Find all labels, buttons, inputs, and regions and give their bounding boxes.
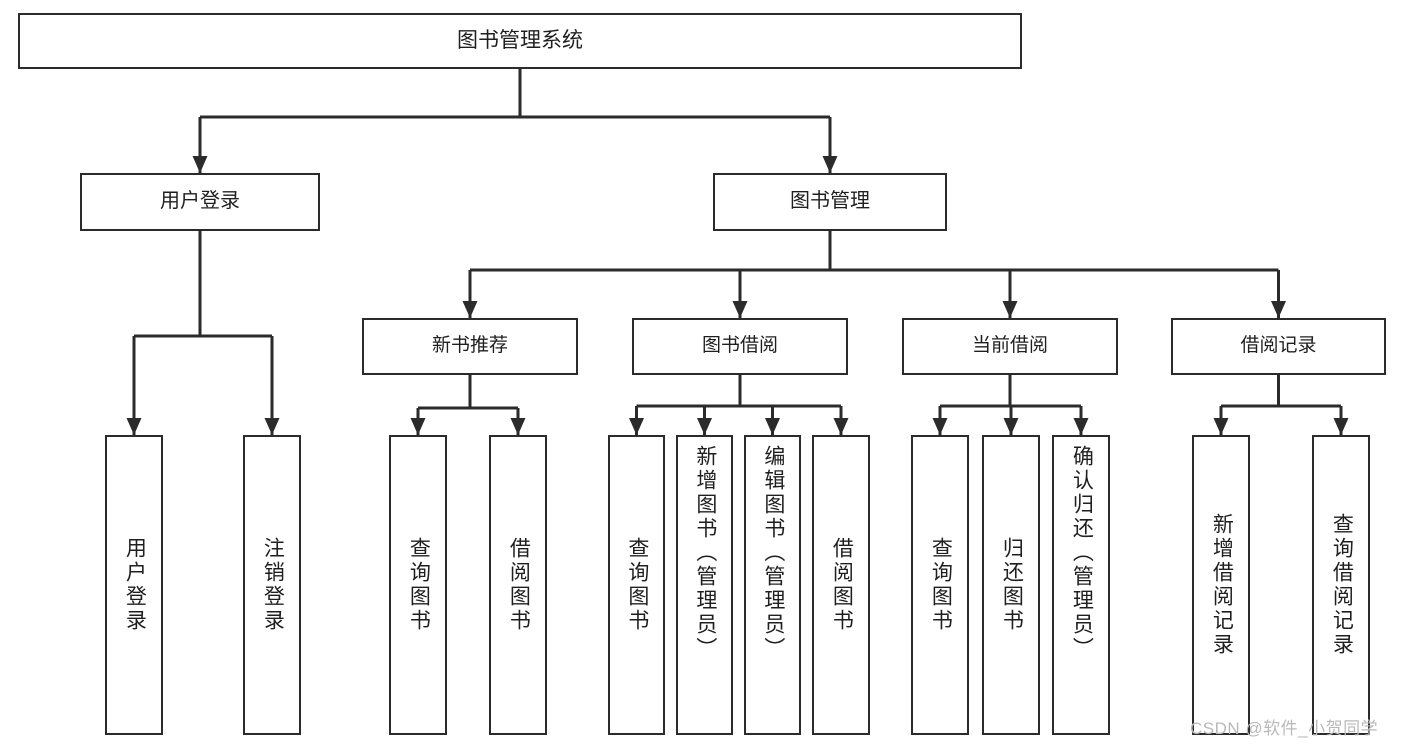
- node-label: 用户登录: [123, 537, 147, 633]
- node-label: 查询图书: [625, 537, 649, 633]
- arrowhead-to-leaf-return-book: [1003, 418, 1019, 435]
- node-label: 查询图书: [929, 537, 953, 633]
- node-leaf-borrow-book-2: 借阅图书: [812, 435, 870, 735]
- arrowhead-to-leaf-borrow-book-1: [510, 418, 526, 435]
- node-leaf-return-book: 归还图书: [982, 435, 1040, 735]
- arrowhead-to-leaf-borrow-book-2: [833, 418, 849, 435]
- node-label: 查询借阅记录: [1330, 513, 1354, 657]
- node-borrow-record: 借阅记录: [1171, 318, 1386, 375]
- node-label: 编辑图书（管理员）: [761, 445, 785, 661]
- arrowhead-to-leaf-user-login: [126, 418, 142, 435]
- node-root: 图书管理系统: [18, 13, 1022, 69]
- node-leaf-query-book-3: 查询图书: [911, 435, 969, 735]
- arrowhead-to-leaf-confirm-return: [1073, 418, 1089, 435]
- node-label: 查询图书: [407, 537, 431, 633]
- arrowhead-to-leaf-query-record: [1333, 418, 1349, 435]
- node-leaf-add-record: 新增借阅记录: [1192, 435, 1250, 735]
- node-label: 归还图书: [1000, 537, 1024, 633]
- node-label: 当前借阅: [971, 335, 1048, 357]
- arrowhead-to-leaf-add-book: [697, 418, 712, 435]
- node-leaf-query-record: 查询借阅记录: [1312, 435, 1370, 735]
- arrowhead-to-book-borrow: [732, 301, 748, 318]
- node-label: 注销登录: [261, 537, 285, 633]
- arrowhead-to-leaf-edit-book: [765, 418, 780, 435]
- node-leaf-user-login: 用户登录: [105, 435, 163, 735]
- node-leaf-query-book-2: 查询图书: [608, 435, 665, 735]
- node-label: 图书借阅: [701, 335, 778, 357]
- arrowhead-to-current-borrow: [1002, 301, 1018, 318]
- node-leaf-edit-book: 编辑图书（管理员）: [744, 435, 801, 735]
- node-label: 图书管理系统: [457, 28, 583, 52]
- node-user-login: 用户登录: [80, 173, 320, 231]
- node-label: 借阅图书: [507, 537, 531, 633]
- node-book-manage: 图书管理: [713, 173, 947, 231]
- node-leaf-confirm-return: 确认归还（管理员）: [1052, 435, 1110, 735]
- node-label: 图书管理: [790, 190, 870, 213]
- arrowhead-to-user-login: [192, 156, 208, 173]
- node-leaf-borrow-book-1: 借阅图书: [489, 435, 547, 735]
- node-label: 新增图书（管理员）: [693, 445, 717, 661]
- arrowhead-to-new-book-rec: [462, 301, 478, 318]
- node-book-borrow: 图书借阅: [632, 318, 848, 375]
- node-label: 确认归还（管理员）: [1070, 445, 1094, 661]
- node-label: 用户登录: [160, 190, 240, 213]
- arrowhead-to-book-manage: [822, 156, 838, 173]
- node-leaf-query-book-1: 查询图书: [389, 435, 447, 735]
- node-label: 新书推荐: [431, 335, 508, 357]
- node-leaf-user-logout: 注销登录: [243, 435, 301, 735]
- arrowhead-to-leaf-user-logout: [264, 418, 280, 435]
- node-leaf-add-book: 新增图书（管理员）: [676, 435, 733, 735]
- arrowhead-to-borrow-record: [1271, 301, 1286, 318]
- arrowhead-to-leaf-query-book-1: [410, 418, 426, 435]
- node-label: 新增借阅记录: [1210, 513, 1234, 657]
- node-current-borrow: 当前借阅: [902, 318, 1118, 375]
- node-label: 借阅记录: [1240, 335, 1317, 357]
- arrowhead-to-leaf-query-book-2: [629, 418, 644, 435]
- arrowhead-to-leaf-query-book-3: [932, 418, 948, 435]
- arrowhead-to-leaf-add-record: [1213, 418, 1229, 435]
- node-new-book-rec: 新书推荐: [362, 318, 578, 375]
- node-label: 借阅图书: [830, 537, 854, 633]
